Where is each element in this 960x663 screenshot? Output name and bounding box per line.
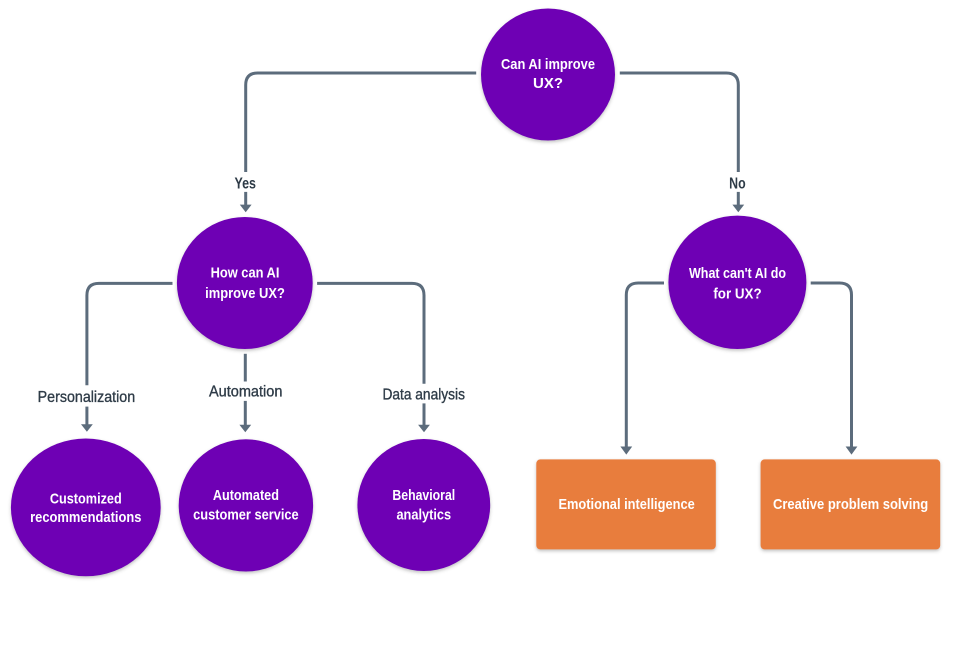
svg-text:UX?: UX?: [533, 75, 563, 92]
svg-text:analytics: analytics: [396, 506, 451, 523]
svg-text:customer service: customer service: [193, 506, 299, 523]
svg-text:Yes: Yes: [234, 176, 256, 193]
svg-text:Behavioral: Behavioral: [392, 487, 455, 504]
svg-text:for UX?: for UX?: [713, 285, 761, 302]
svg-text:Customized: Customized: [50, 491, 122, 508]
svg-text:Can AI improve: Can AI improve: [501, 56, 595, 73]
svg-text:No: No: [729, 176, 746, 193]
svg-text:recommendations: recommendations: [30, 509, 141, 526]
svg-text:Personalization: Personalization: [38, 389, 136, 406]
svg-text:Automation: Automation: [209, 383, 283, 400]
svg-text:What can't AI do: What can't AI do: [689, 265, 786, 282]
svg-text:Emotional intelligence: Emotional intelligence: [558, 496, 694, 513]
svg-text:Creative problem solving: Creative problem solving: [773, 496, 928, 513]
svg-text:Automated: Automated: [213, 487, 279, 504]
svg-text:improve UX?: improve UX?: [205, 285, 285, 302]
svg-text:Data analysis: Data analysis: [382, 387, 465, 404]
svg-text:How can AI: How can AI: [211, 265, 280, 282]
